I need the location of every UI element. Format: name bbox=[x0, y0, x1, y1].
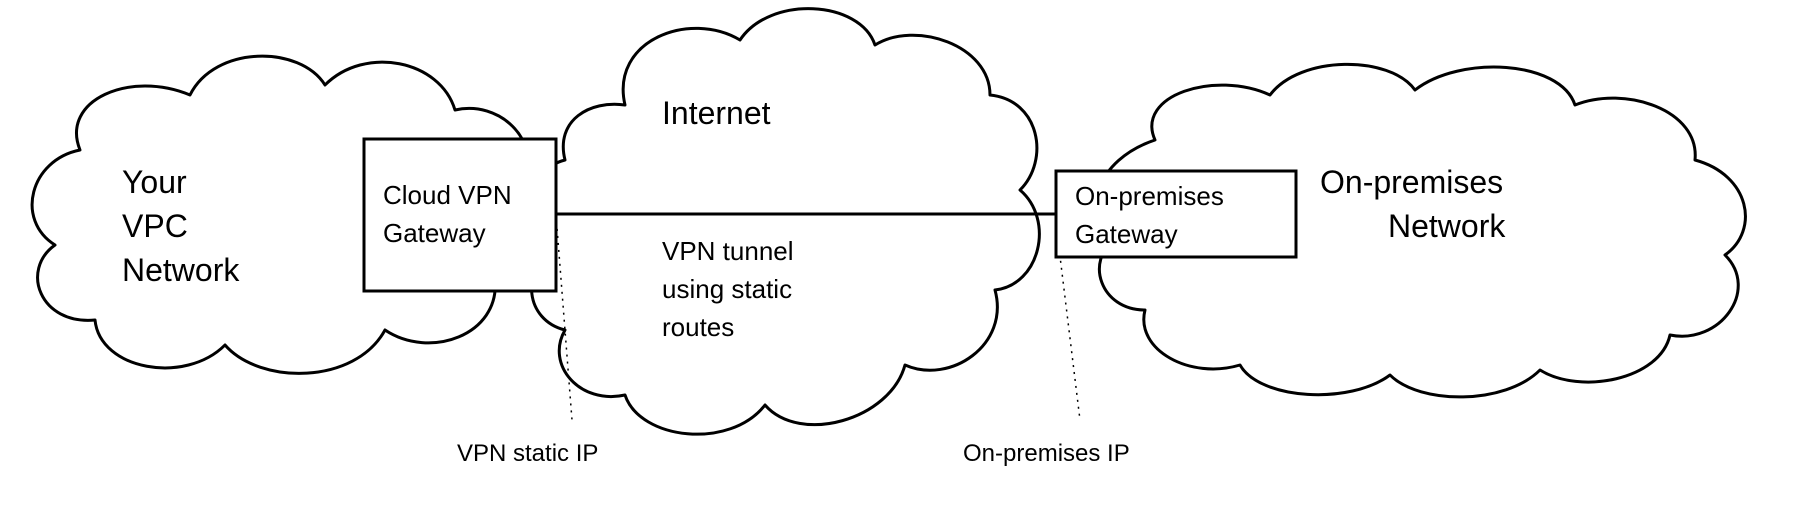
internet-label: Internet bbox=[662, 95, 771, 131]
onprem-gateway-line: On-premises bbox=[1075, 181, 1224, 211]
vpc-label-line: Network bbox=[122, 252, 240, 288]
vpn-tunnel-label-line: VPN tunnel bbox=[662, 236, 794, 266]
cloud-vpn-gateway-box bbox=[362, 137, 558, 293]
vpc-label-line: VPC bbox=[122, 208, 188, 244]
vpn-tunnel-label: VPN tunnel using static routes bbox=[662, 236, 801, 342]
onprem-network-cloud bbox=[1095, 62, 1747, 399]
onprem-network-line: Network bbox=[1388, 208, 1506, 244]
vpc-network-label: Your VPC Network bbox=[122, 164, 240, 288]
vpn-tunnel-label-line: routes bbox=[662, 312, 734, 342]
cloud-vpn-gateway-line: Gateway bbox=[383, 218, 486, 248]
onprem-gateway-box bbox=[1054, 169, 1298, 259]
onprem-network-label: On-premises Network bbox=[1320, 164, 1512, 244]
vpn-tunnel-label-line: using static bbox=[662, 274, 792, 304]
internet-cloud bbox=[530, 7, 1041, 436]
onprem-gateway-label: On-premises Gateway bbox=[1075, 181, 1231, 249]
onprem-network-line: On-premises bbox=[1320, 164, 1503, 200]
onprem-ip-leader bbox=[1057, 239, 1081, 421]
vpn-static-ip-label: VPN static IP bbox=[457, 440, 598, 467]
cloud-vpn-gateway-label: Cloud VPN Gateway bbox=[383, 180, 519, 248]
onprem-gateway-line: Gateway bbox=[1075, 219, 1178, 249]
vpc-label-line: Your bbox=[122, 164, 187, 200]
onprem-ip-label: On-premises IP bbox=[963, 440, 1130, 467]
cloud-vpn-gateway-line: Cloud VPN bbox=[383, 180, 512, 210]
